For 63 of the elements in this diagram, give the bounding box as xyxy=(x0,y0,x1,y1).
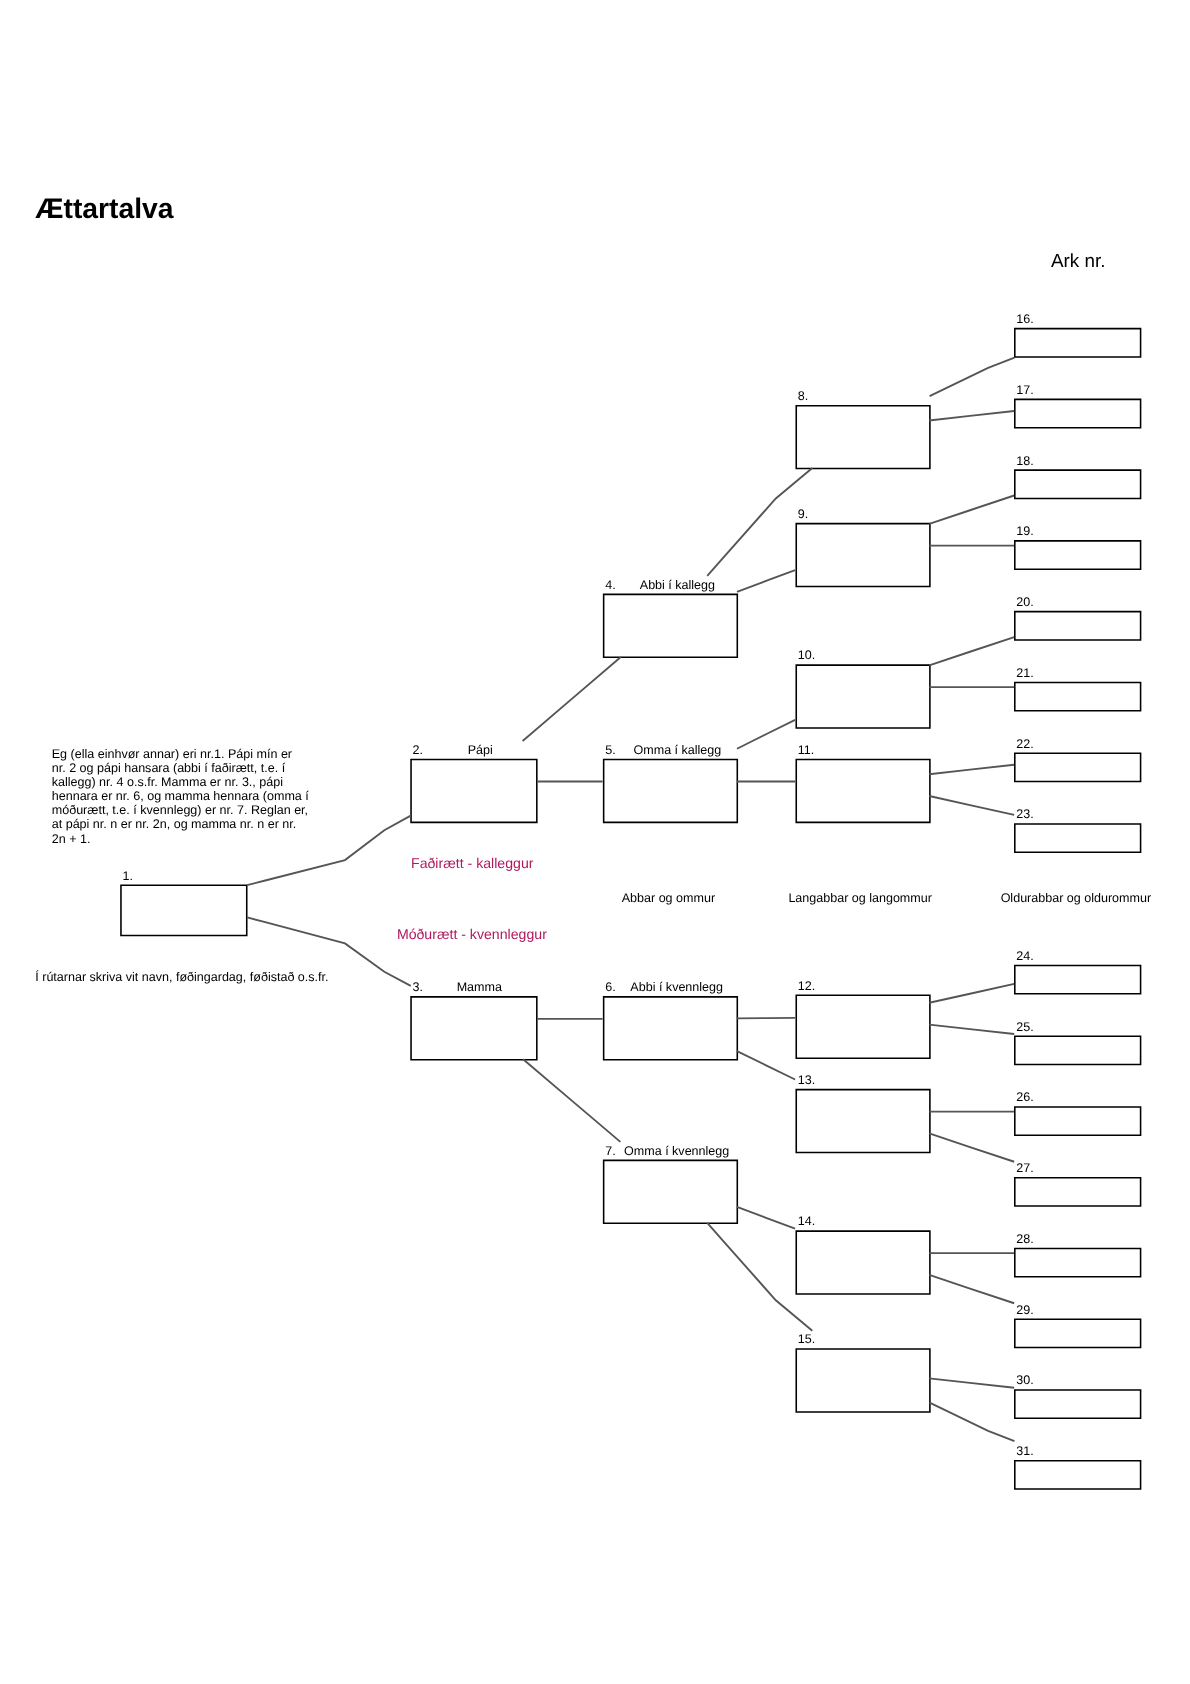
node-box xyxy=(1014,964,1142,995)
node-box xyxy=(795,994,931,1059)
node-box xyxy=(795,522,931,588)
node-box xyxy=(1014,1247,1142,1278)
connector xyxy=(928,982,1016,1004)
diagram-title: Ættartalva xyxy=(35,191,174,224)
node-box xyxy=(1014,1459,1142,1490)
node-box xyxy=(1014,823,1142,853)
connector xyxy=(928,494,1016,525)
connector xyxy=(928,795,1016,816)
node-box xyxy=(1014,398,1142,429)
connector xyxy=(928,1252,1016,1255)
connector xyxy=(928,1132,1016,1163)
node-box xyxy=(795,1348,931,1413)
connector xyxy=(521,655,622,743)
node-box xyxy=(795,758,931,824)
node-box xyxy=(1014,1389,1142,1420)
connector xyxy=(928,544,1016,547)
node-box xyxy=(795,1088,931,1154)
node-box xyxy=(1014,1176,1142,1207)
node-box xyxy=(1014,1106,1142,1136)
connector xyxy=(536,1017,604,1020)
node-box xyxy=(795,404,931,470)
node-box xyxy=(602,996,739,1061)
node-box xyxy=(1014,610,1142,641)
connector xyxy=(928,686,1016,689)
node-box xyxy=(410,758,538,824)
connector xyxy=(736,1050,797,1081)
connector xyxy=(736,718,797,750)
connector xyxy=(736,780,797,783)
node-box xyxy=(120,884,248,937)
node-box xyxy=(410,996,538,1061)
connector xyxy=(246,814,412,887)
node-box xyxy=(1014,1318,1142,1349)
connector xyxy=(928,356,1016,398)
connector xyxy=(536,780,604,783)
connector xyxy=(928,410,1016,422)
node-box xyxy=(1014,1035,1142,1066)
label: Ark nr. xyxy=(1050,249,1106,272)
node-box xyxy=(1014,540,1142,570)
connector xyxy=(736,1016,797,1020)
connector xyxy=(246,916,412,987)
node-box xyxy=(602,593,739,659)
node-box xyxy=(1014,327,1142,358)
node-box xyxy=(1014,681,1142,712)
connector xyxy=(706,1222,814,1332)
connector xyxy=(928,1110,1016,1113)
node-box xyxy=(795,664,931,729)
node-box xyxy=(1014,752,1142,783)
node-box xyxy=(795,1230,931,1295)
connector xyxy=(736,1206,797,1230)
connector xyxy=(522,1058,622,1143)
node-box xyxy=(602,1159,739,1225)
connector xyxy=(928,1401,1016,1443)
connector xyxy=(736,569,797,593)
connector xyxy=(928,1274,1016,1305)
connector xyxy=(706,467,814,577)
node-box xyxy=(1014,469,1142,500)
connector xyxy=(928,763,1016,776)
connector xyxy=(928,1377,1016,1389)
connector xyxy=(928,1023,1016,1035)
connector xyxy=(928,636,1016,667)
node-box xyxy=(602,758,739,824)
